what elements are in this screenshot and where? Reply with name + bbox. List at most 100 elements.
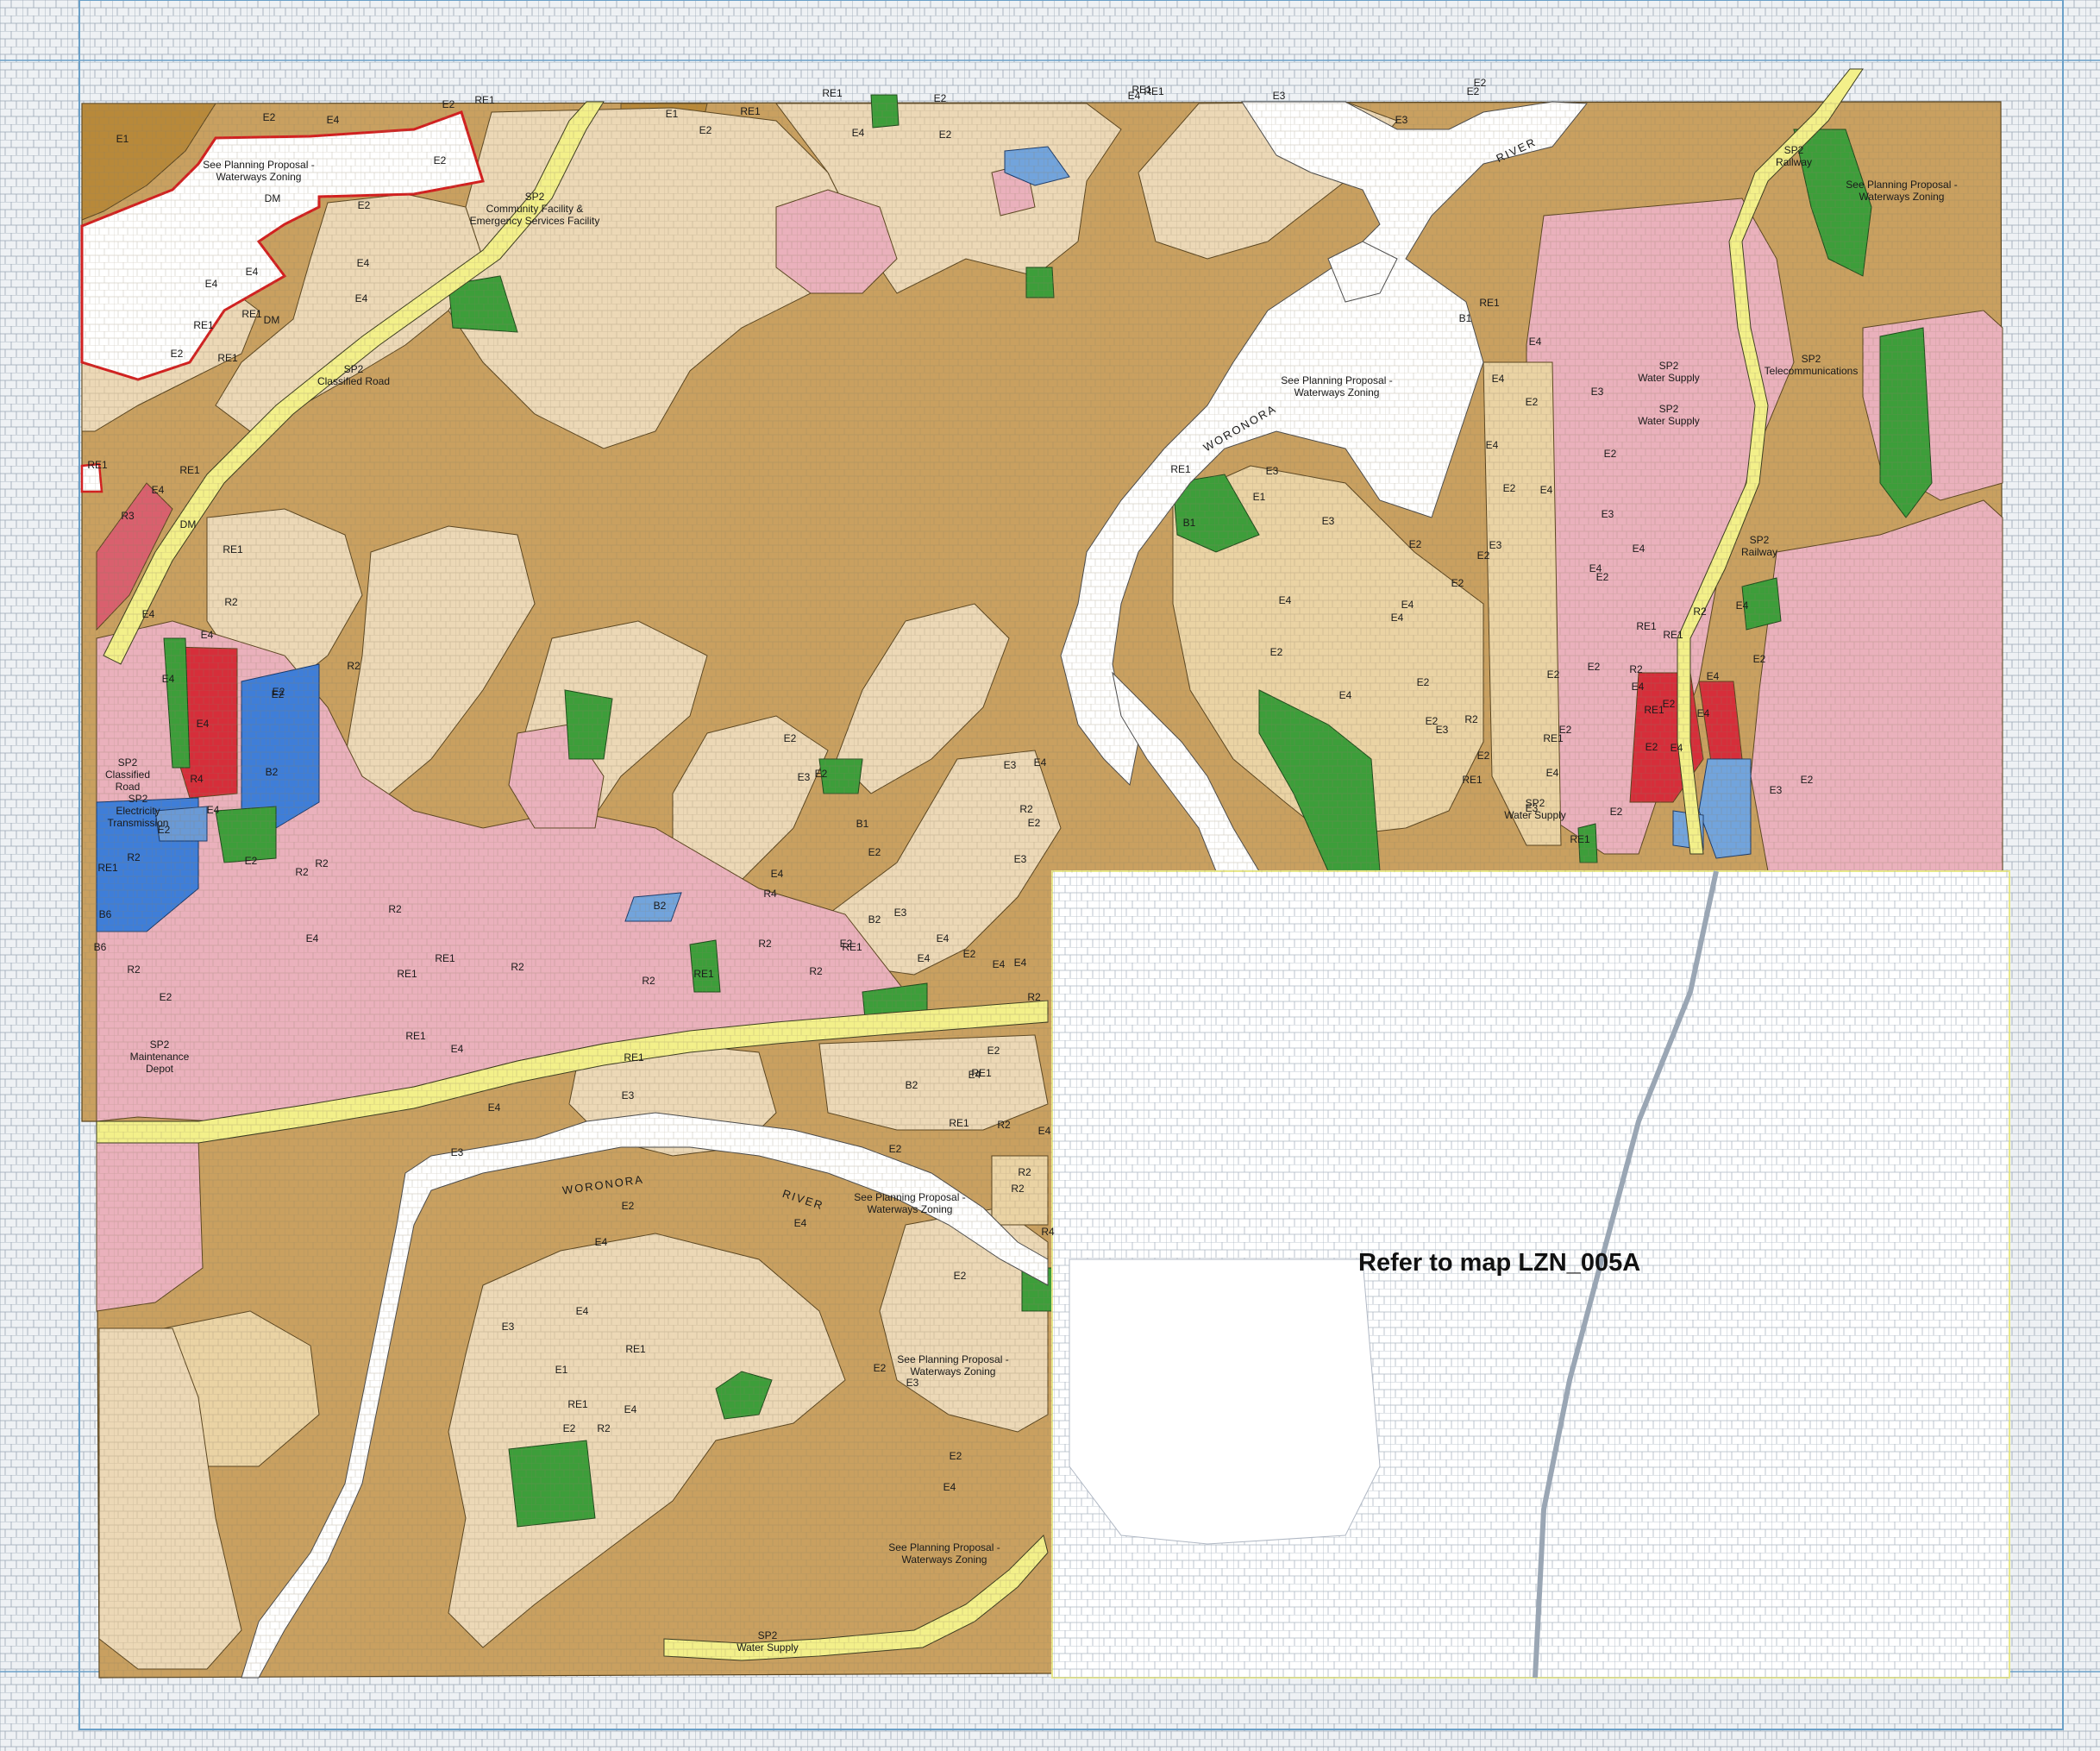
zone-label: R2 — [127, 963, 141, 976]
zone-label: E2 — [840, 938, 853, 950]
zone-label: E4 — [1632, 681, 1645, 693]
zone-label: E4 — [1391, 612, 1404, 624]
zone-label: E4 — [576, 1305, 589, 1317]
zone-label: E4 — [207, 804, 220, 816]
zone-label: E4 — [1492, 373, 1505, 385]
zone-label: E2 — [939, 129, 952, 141]
zone-label: E4 — [969, 1069, 981, 1081]
zone-label: RE1 — [740, 105, 761, 117]
annotation-label: SP2 — [758, 1629, 778, 1641]
zone-label: E3 — [894, 907, 907, 919]
zone-label: B1 — [1183, 517, 1196, 529]
zone-label: R2 — [597, 1422, 611, 1434]
zone-label: R4 — [190, 773, 204, 785]
zone-label: E2 — [1596, 571, 1609, 583]
zone-label: E3 — [1004, 759, 1017, 771]
zone-label: E4 — [1671, 742, 1683, 754]
zone-label: E4 — [852, 127, 865, 139]
zone-label: E4 — [1034, 756, 1047, 769]
zone-label: RE1 — [1543, 732, 1564, 744]
zone-label: R2 — [642, 975, 655, 987]
zone-label: E3 — [622, 1089, 635, 1101]
zone-label: RE1 — [1144, 85, 1164, 97]
zone-label: RE1 — [435, 952, 455, 964]
zone-label: E3 — [1395, 114, 1408, 126]
zone-label: RE1 — [217, 352, 238, 364]
annotation-label: SP2 — [525, 191, 545, 203]
zone-label: E2 — [160, 991, 172, 1003]
zone-label: E2 — [1588, 661, 1601, 673]
zone-label: E1 — [666, 108, 679, 120]
zone-label: R2 — [1629, 663, 1643, 675]
zone-label: DM — [264, 314, 280, 326]
zone-label: RE1 — [405, 1030, 426, 1042]
zone-label: E2 — [1559, 724, 1572, 736]
annotation-label: See Planning Proposal - — [854, 1191, 965, 1203]
zone-label: E2 — [699, 124, 712, 136]
annotation-label: Water Supply — [1638, 415, 1700, 427]
zone-label: E3 — [1322, 515, 1335, 527]
zone-label: R2 — [1464, 713, 1478, 725]
zone-label: E2 — [889, 1143, 902, 1155]
zone-label: R2 — [1011, 1183, 1025, 1195]
annotation-label: Railway — [1741, 546, 1777, 558]
zone-label: E2 — [434, 154, 447, 166]
annotation-label: See Planning Proposal - — [888, 1541, 1000, 1553]
zone-label: E2 — [1409, 538, 1422, 550]
zone-label: R2 — [295, 866, 309, 878]
frame-border — [78, 0, 2064, 1730]
zone-label: E4 — [1736, 599, 1749, 612]
zone-label: RE1 — [949, 1117, 969, 1129]
zone-label: E4 — [1128, 90, 1141, 102]
zone-label: E2 — [1474, 77, 1487, 89]
zone-label: R2 — [809, 965, 823, 977]
zone-label: E2 — [874, 1362, 887, 1374]
zone-label: RE1 — [625, 1343, 646, 1355]
zone-label: R2 — [997, 1119, 1011, 1131]
zone-label: E2 — [1753, 653, 1766, 665]
zone-texture — [82, 102, 2003, 1678]
zone-label: R4 — [1041, 1226, 1055, 1238]
annotation-label: Water Supply — [1504, 809, 1566, 821]
annotation-label: Waterways Zoning — [1859, 191, 1945, 203]
annotation-label: SP2 — [1802, 353, 1821, 365]
zone-label: E2 — [622, 1200, 635, 1212]
annotation-label: Maintenance — [130, 1051, 190, 1063]
zone-label: E2 — [784, 732, 797, 744]
zone-label: RE1 — [87, 459, 108, 471]
zone-label: E4 — [624, 1403, 637, 1415]
zone-label: E4 — [1279, 594, 1292, 606]
zone-label: R2 — [1018, 1166, 1031, 1178]
zone-label: B6 — [94, 941, 107, 953]
annotation-label: Waterways Zoning — [216, 171, 302, 183]
zone-label: E2 — [358, 199, 371, 211]
zone-label: E4 — [488, 1101, 501, 1114]
zone-label: RE1 — [1479, 297, 1500, 309]
zone-label: E2 — [987, 1045, 1000, 1057]
zone-label: E2 — [1526, 396, 1539, 408]
zone-label: B1 — [1459, 312, 1472, 324]
zone-label: E4 — [142, 608, 155, 620]
zone-label: R2 — [388, 903, 402, 915]
zone-label: RE1 — [241, 308, 262, 320]
zone-label: E4 — [1339, 689, 1352, 701]
zone-label: RE1 — [1131, 84, 1152, 96]
zone-label: R4 — [763, 888, 777, 900]
zone-label: RE1 — [397, 968, 417, 980]
zone-label: E2 — [158, 824, 171, 836]
annotation-label: Water Supply — [1638, 372, 1700, 384]
zone-label: E4 — [943, 1481, 956, 1493]
zone-label: E3 — [1770, 784, 1783, 796]
annotation-label: See Planning Proposal - — [897, 1353, 1008, 1365]
zone-label: RE1 — [1170, 463, 1191, 475]
annotation-label: SP2 — [1659, 403, 1679, 415]
annotation-label: See Planning Proposal - — [1846, 179, 1957, 191]
zone-label: E2 — [263, 111, 276, 123]
annotation-label: SP2 — [1784, 144, 1804, 156]
zone-label: E2 — [1547, 668, 1560, 681]
zone-label: B1 — [856, 818, 869, 830]
zone-label: E4 — [1546, 767, 1559, 779]
